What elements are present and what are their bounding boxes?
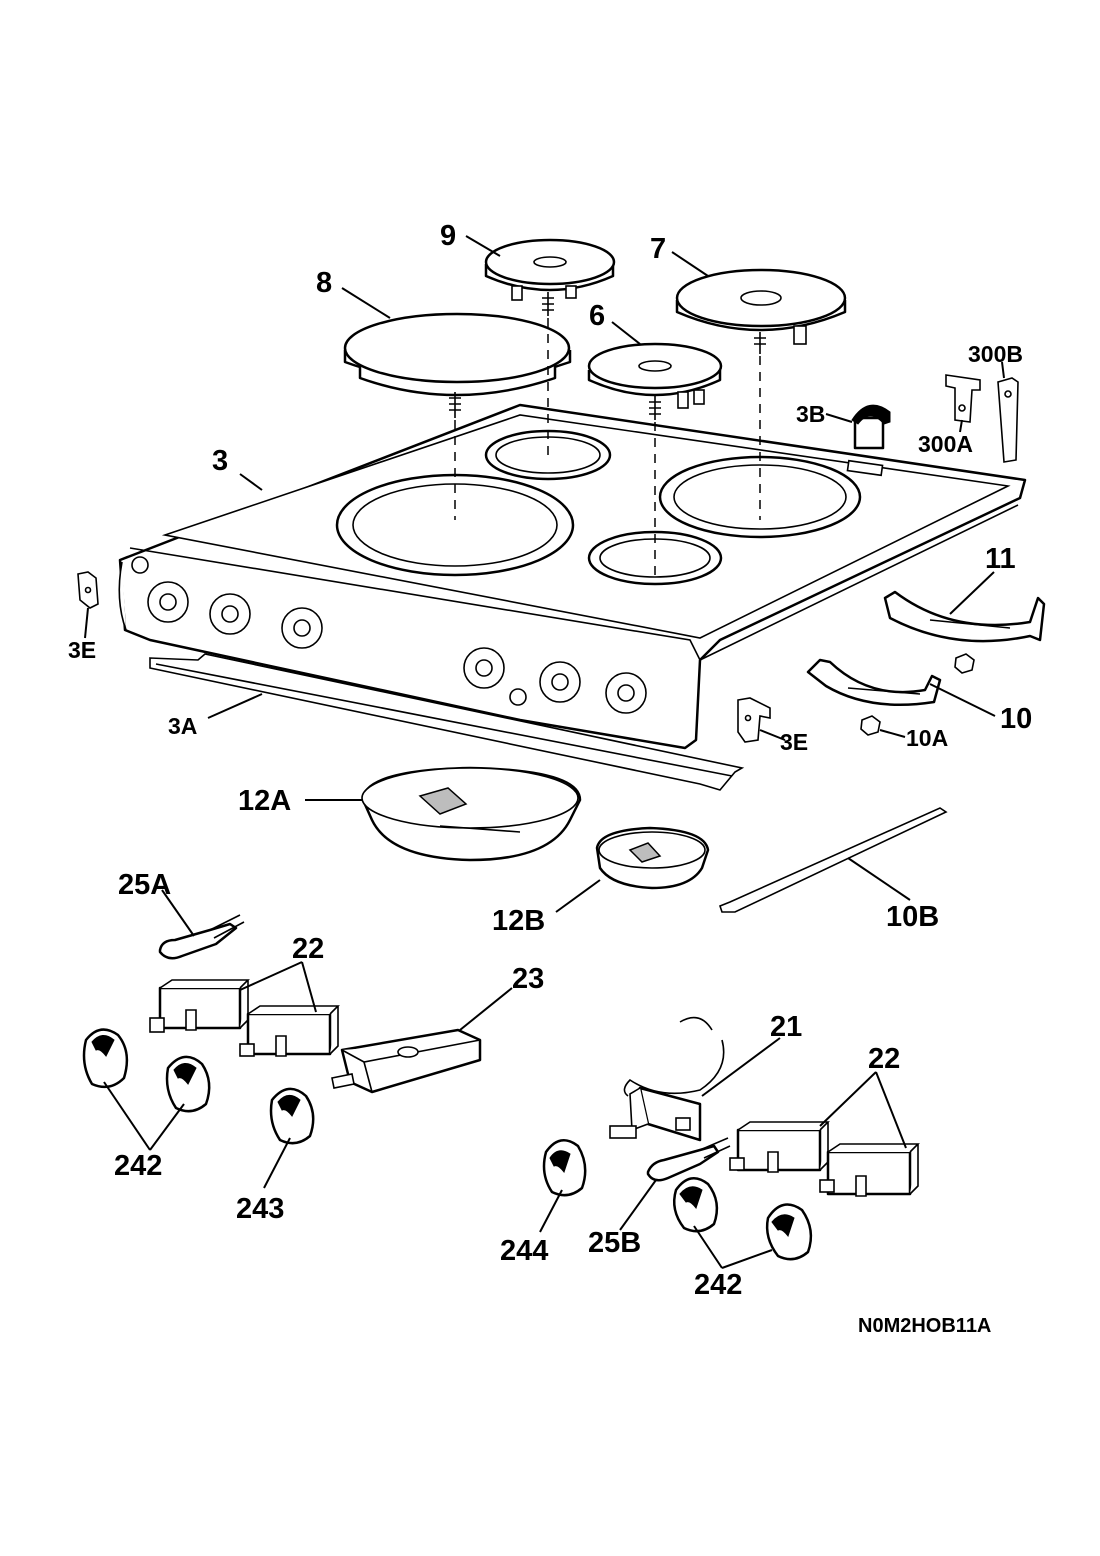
callout-8: 8 (316, 267, 332, 299)
callout-3e-right: 3E (780, 729, 808, 755)
bracket-10 (806, 658, 942, 707)
timer-23 (331, 1028, 482, 1094)
part-300a (945, 374, 981, 423)
indicator-25b (646, 1137, 731, 1182)
drip-pan-12a (361, 766, 582, 862)
callout-10a: 10A (906, 725, 948, 751)
callout-22-left: 22 (292, 933, 324, 965)
knob-244 (542, 1139, 587, 1197)
callout-244: 244 (500, 1235, 548, 1267)
knob-243 (269, 1087, 315, 1145)
part-3e-left (77, 571, 99, 609)
callout-3e-left: 3E (68, 637, 96, 663)
callout-11: 11 (985, 543, 1016, 575)
knob-242-right-b (765, 1203, 813, 1261)
callout-300a: 300A (918, 431, 973, 457)
switch-22-left-a (149, 979, 250, 1033)
diagram-reference-code: N0M2HOB11A (858, 1315, 991, 1337)
nut-10a (860, 715, 881, 736)
switch-22-left-b (239, 1005, 340, 1057)
switch-22-right-a (729, 1121, 830, 1173)
part-300b (997, 377, 1019, 463)
callout-22-right: 22 (868, 1043, 900, 1075)
nut-11 (954, 653, 975, 674)
callout-242-left: 242 (114, 1150, 162, 1182)
callout-12b: 12B (492, 905, 545, 937)
callout-21: 21 (770, 1011, 802, 1043)
assembly-dash-lines (454, 318, 761, 580)
part-3e-right (737, 697, 771, 743)
knob-242-left-a (82, 1028, 129, 1089)
leader-lines (84, 235, 1005, 1269)
callout-12a: 12A (238, 785, 291, 817)
callout-3: 3 (212, 445, 228, 477)
thermostat-21 (609, 1016, 725, 1142)
callout-25b: 25B (588, 1227, 641, 1259)
knob-242-right-a (673, 1177, 719, 1233)
hotplate-9 (484, 238, 616, 316)
callout-300b: 300B (968, 341, 1023, 367)
switch-22-right-b (819, 1143, 920, 1197)
hotplate-8 (343, 312, 572, 418)
indicator-25a (158, 914, 245, 960)
callout-25a: 25A (118, 869, 171, 901)
rail-3a (149, 653, 745, 791)
control-panel-sockets (131, 556, 647, 714)
callout-242-right: 242 (694, 1269, 742, 1301)
callout-10b: 10B (886, 901, 939, 933)
cooktop-frame (118, 403, 1027, 750)
callout-243: 243 (236, 1193, 284, 1225)
callout-10: 10 (1000, 703, 1032, 735)
callout-labels: 9 7 8 6 300B 3B 300A 3 3E 11 10 10A 3E 3… (68, 220, 1032, 1301)
drip-pan-12b (595, 826, 710, 890)
hotplate-6 (587, 342, 723, 420)
callout-23: 23 (512, 963, 544, 995)
part-3b (851, 404, 891, 450)
bracket-11 (883, 590, 1046, 643)
callout-6: 6 (589, 300, 605, 332)
callout-9: 9 (440, 220, 456, 252)
callout-3a: 3A (168, 713, 197, 739)
hotplate-7 (675, 268, 847, 354)
callout-3b: 3B (796, 401, 825, 427)
callout-7: 7 (650, 233, 666, 265)
rail-10b (719, 807, 948, 913)
knob-242-left-b (165, 1055, 211, 1113)
